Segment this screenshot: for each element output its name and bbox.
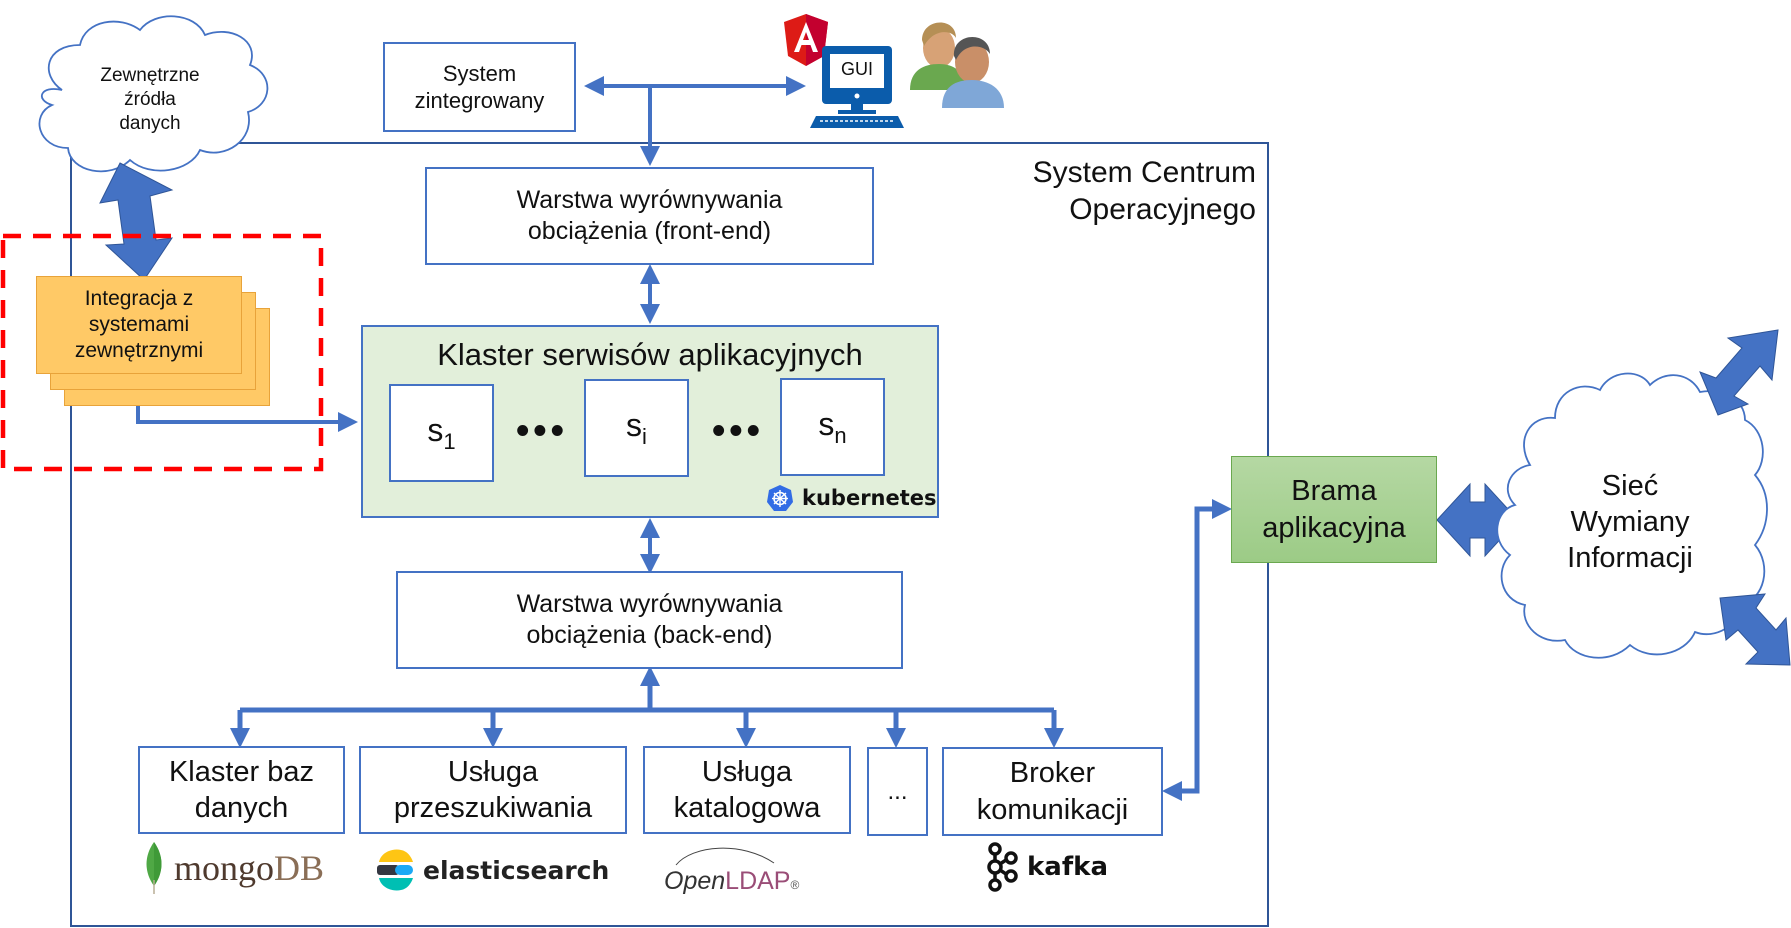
- openldap-arc-icon: [675, 847, 775, 866]
- more-services-box: ...: [867, 747, 928, 836]
- double-arrow-exchange-top-right: [1699, 329, 1779, 416]
- search-service-box: Usługa przeszukiwania: [359, 746, 627, 834]
- gui-label: GUI: [840, 58, 873, 79]
- elasticsearch-label: elasticsearch: [423, 855, 610, 885]
- service-1-label: s1: [427, 411, 456, 454]
- gui-group: [784, 10, 1024, 142]
- kubernetes-wheel-icon: [767, 485, 793, 511]
- directory-service-box: Usługa katalogowa: [643, 746, 851, 834]
- kafka-label: kafka: [1027, 852, 1108, 882]
- exchange-network-cloud: [1496, 372, 1768, 659]
- kafka-icon: [987, 842, 1018, 892]
- integrated-system-box: System zintegrowany: [383, 42, 576, 132]
- mongodb-leaf-icon: [146, 842, 162, 894]
- integration-box: Integracja z systemami zewnętrznymi: [36, 276, 242, 374]
- mongodb-label-prefix: mongo: [174, 848, 275, 888]
- message-broker-box: Broker komunikacji: [942, 747, 1163, 836]
- openldap-logo: OpenLDAP®: [662, 843, 812, 899]
- backend-load-balancer-box: Warstwa wyrównywania obciążenia (back-en…: [396, 571, 903, 669]
- service-box-n: sn: [780, 378, 885, 476]
- application-gateway-box: Brama aplikacyjna: [1231, 456, 1437, 563]
- integration-highlight-box: [0, 233, 324, 472]
- service-ellipsis-2: •••: [712, 410, 764, 452]
- arrow-broker-to-gateway: [1162, 499, 1232, 801]
- frontend-load-balancer-box: Warstwa wyrównywania obciążenia (front-e…: [425, 167, 874, 265]
- exchange-network-label: Sieć Wymiany Informacji: [1567, 469, 1693, 575]
- kubernetes-label: kubernetes: [802, 486, 937, 510]
- mongodb-logo: mongoDB: [142, 840, 324, 896]
- service-ellipsis-1: •••: [516, 410, 568, 452]
- mongodb-label-suffix: DB: [274, 848, 325, 888]
- angular-icon: [784, 14, 828, 66]
- service-n-label: sn: [818, 405, 847, 448]
- double-arrow-external-integration: [99, 162, 174, 281]
- openldap-label-prefix: Open: [664, 867, 726, 895]
- cluster-title: Klaster serwisów aplikacyjnych: [437, 336, 863, 372]
- kafka-logo: kafka: [985, 842, 1108, 892]
- service-box-1: s1: [389, 384, 494, 482]
- gui-computer-icon: [810, 46, 904, 128]
- external-sources-cloud: [38, 15, 269, 173]
- external-sources-label: Zewnętrzne źródła danych: [100, 65, 200, 134]
- elasticsearch-logo: elasticsearch: [375, 848, 609, 892]
- service-box-i: si: [584, 379, 689, 477]
- users-icon: [910, 22, 1004, 108]
- openldap-registered-mark: ®: [790, 878, 800, 892]
- kubernetes-logo: kubernetes: [766, 484, 937, 512]
- openldap-label-suffix: LDAP: [725, 867, 791, 895]
- database-cluster-box: Klaster baz danych: [138, 746, 345, 834]
- service-i-label: si: [626, 406, 647, 449]
- double-arrow-exchange-bottom-right: [1719, 593, 1791, 666]
- elasticsearch-icon: [377, 849, 413, 891]
- system-title: System Centrum Operacyjnego: [1032, 155, 1256, 227]
